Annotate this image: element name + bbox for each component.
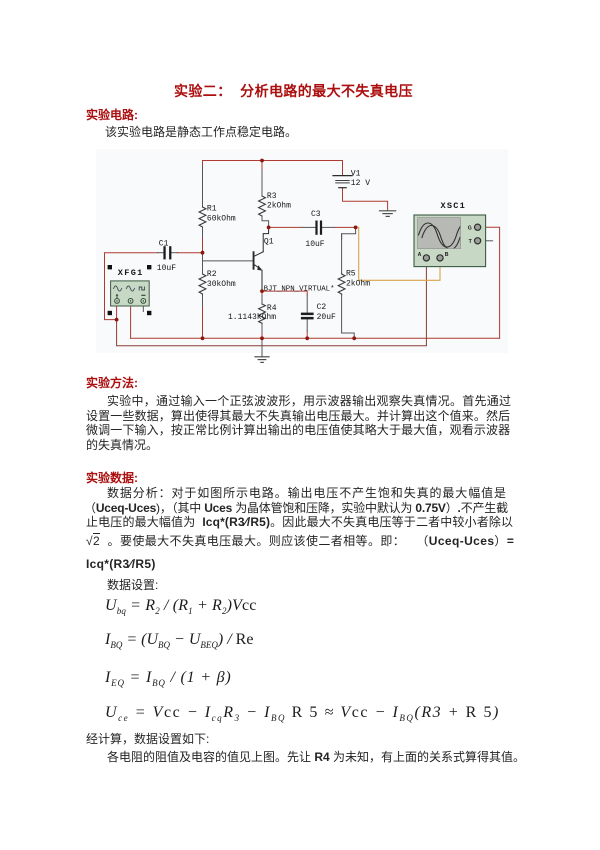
svg-text:2kOhm: 2kOhm — [346, 279, 370, 288]
svg-text:60kOhm: 60kOhm — [207, 214, 236, 223]
svg-text:10uF: 10uF — [157, 264, 176, 273]
svg-text:R3: R3 — [267, 192, 277, 201]
svg-text:C1: C1 — [159, 240, 169, 249]
svg-text:C3: C3 — [311, 210, 321, 219]
svg-text:R2: R2 — [207, 270, 217, 279]
svg-text:R1: R1 — [207, 204, 217, 213]
svg-text:XSC1: XSC1 — [441, 201, 466, 211]
svg-text:B: B — [445, 252, 449, 258]
svg-text:G: G — [468, 225, 472, 231]
svg-text:T: T — [469, 239, 473, 245]
svg-text:30kOhm: 30kOhm — [207, 280, 236, 289]
svg-text:A: A — [418, 252, 422, 258]
svg-text:2kOhm: 2kOhm — [267, 202, 291, 211]
svg-text:20uF: 20uF — [317, 313, 336, 322]
svg-text:1.1143kOhm: 1.1143kOhm — [228, 313, 276, 322]
svg-text:Q1: Q1 — [264, 238, 274, 247]
svg-text:R4: R4 — [267, 304, 277, 313]
svg-text:12 V: 12 V — [351, 179, 370, 188]
svg-text:BJT_NPN_VIRTUAL*: BJT_NPN_VIRTUAL* — [264, 286, 335, 294]
svg-text:C2: C2 — [317, 303, 327, 312]
svg-text:10uF: 10uF — [305, 240, 324, 249]
svg-text:V1: V1 — [351, 169, 361, 178]
svg-text:XFG1: XFG1 — [118, 268, 144, 278]
svg-text:R5: R5 — [346, 270, 356, 279]
